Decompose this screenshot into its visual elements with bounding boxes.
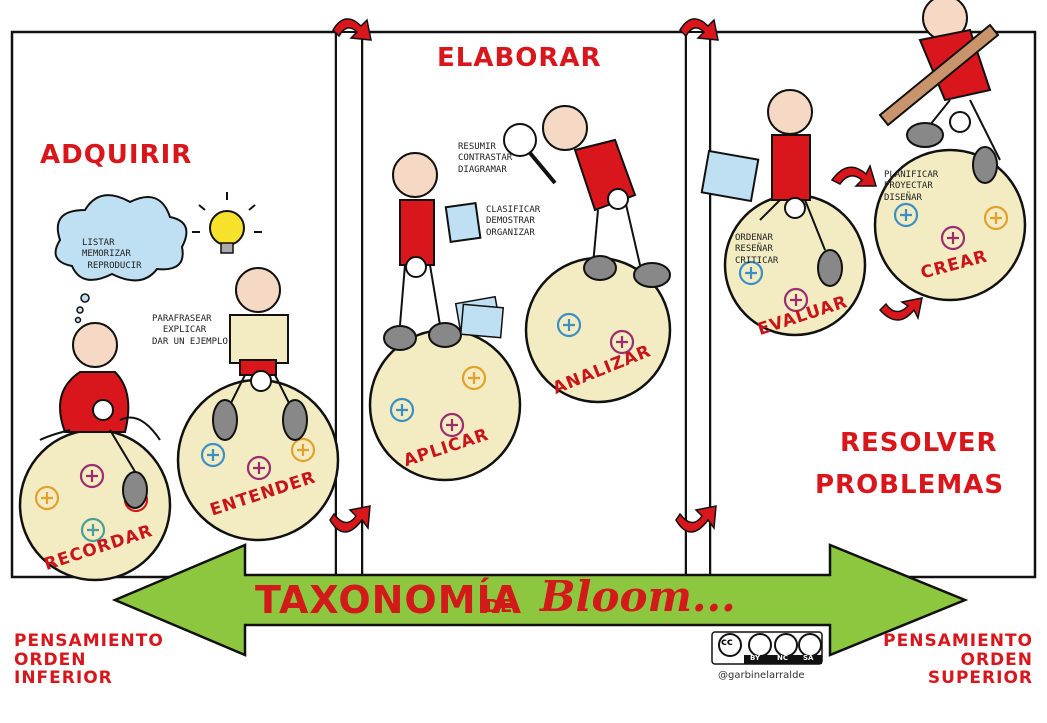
title-main: TAXONOMÍA [255,578,522,622]
divider-post-1 [336,32,362,577]
verbs-analizar: CLASIFICAR DEMOSTRAR ORGANIZAR [486,205,540,239]
verbs-recordar: LISTAR MEMORIZAR REPRODUCIR [82,238,142,272]
verbs-entender: PARAFRASEAR EXPLICAR DAR UN EJEMPLO [152,314,228,348]
cc-sa: SA [803,654,813,662]
corner-upper-line3: SUPERIOR [883,669,1033,688]
stage-adquirir: ADQUIRIR [40,142,192,169]
cc-label: cc [721,637,733,648]
stage-elaborar: ELABORAR [437,45,602,72]
author-handle[interactable]: @garbinelarralde [718,670,805,681]
verbs-aplicar: RESUMIR CONTRASTAR DIAGRAMAR [458,142,512,176]
corner-upper-line2: ORDEN [883,651,1033,670]
verbs-crear: PLANIFICAR PROYECTAR DISEÑAR [884,170,938,204]
paper-stack-icon [456,297,504,338]
corner-upper: PENSAMIENTO ORDEN SUPERIOR [883,632,1033,688]
corner-lower-line1: PENSAMIENTO [14,632,164,651]
corner-lower: PENSAMIENTO ORDEN INFERIOR [14,632,164,688]
title-bloom: Bloom... [540,572,736,621]
corner-upper-line1: PENSAMIENTO [883,632,1033,651]
stage-resolver-line1: RESOLVER [840,430,998,457]
stage-resolver-line2: PROBLEMAS [815,472,1004,499]
cc-by: BY [750,654,760,662]
title-de: DE [485,596,512,617]
corner-lower-line3: INFERIOR [14,669,164,688]
verbs-evaluar: ORDENAR RESEÑAR CRITICAR [735,233,778,267]
divider-post-2 [686,32,710,577]
corner-lower-line2: ORDEN [14,651,164,670]
cc-nc: NC [777,654,788,662]
